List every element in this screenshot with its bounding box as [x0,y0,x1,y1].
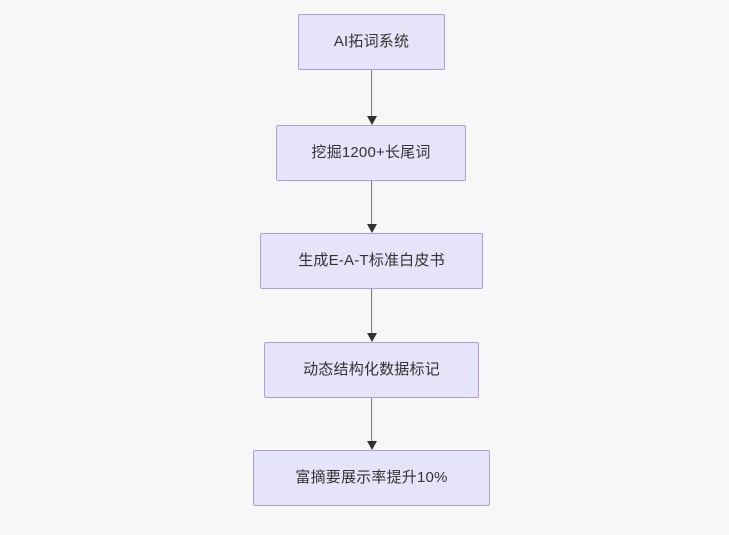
flow-node-generate-eat-whitepaper[interactable]: 生成E-A-T标准白皮书 [260,233,483,289]
arrowhead-icon [366,441,377,450]
edge-line [370,289,373,334]
edge-line [370,181,373,225]
arrowhead-icon [366,224,377,233]
arrowhead-icon [366,333,377,342]
flow-node-label: 动态结构化数据标记 [303,361,440,378]
flow-node-label: 生成E-A-T标准白皮书 [298,252,445,269]
flow-node-label: 富摘要展示率提升10% [295,469,448,486]
edge-line [370,70,373,117]
flow-node-rich-snippet-rate-increase[interactable]: 富摘要展示率提升10% [253,450,490,506]
arrowhead-icon [366,116,377,125]
edge-line [370,398,373,442]
flow-node-label: AI拓词系统 [333,33,410,50]
flow-node-mine-longtail-keywords[interactable]: 挖掘1200+长尾词 [276,125,466,181]
flow-node-ai-keyword-system[interactable]: AI拓词系统 [298,14,445,70]
flow-node-label: 挖掘1200+长尾词 [311,144,431,161]
flow-node-dynamic-structured-data-markup[interactable]: 动态结构化数据标记 [264,342,479,398]
